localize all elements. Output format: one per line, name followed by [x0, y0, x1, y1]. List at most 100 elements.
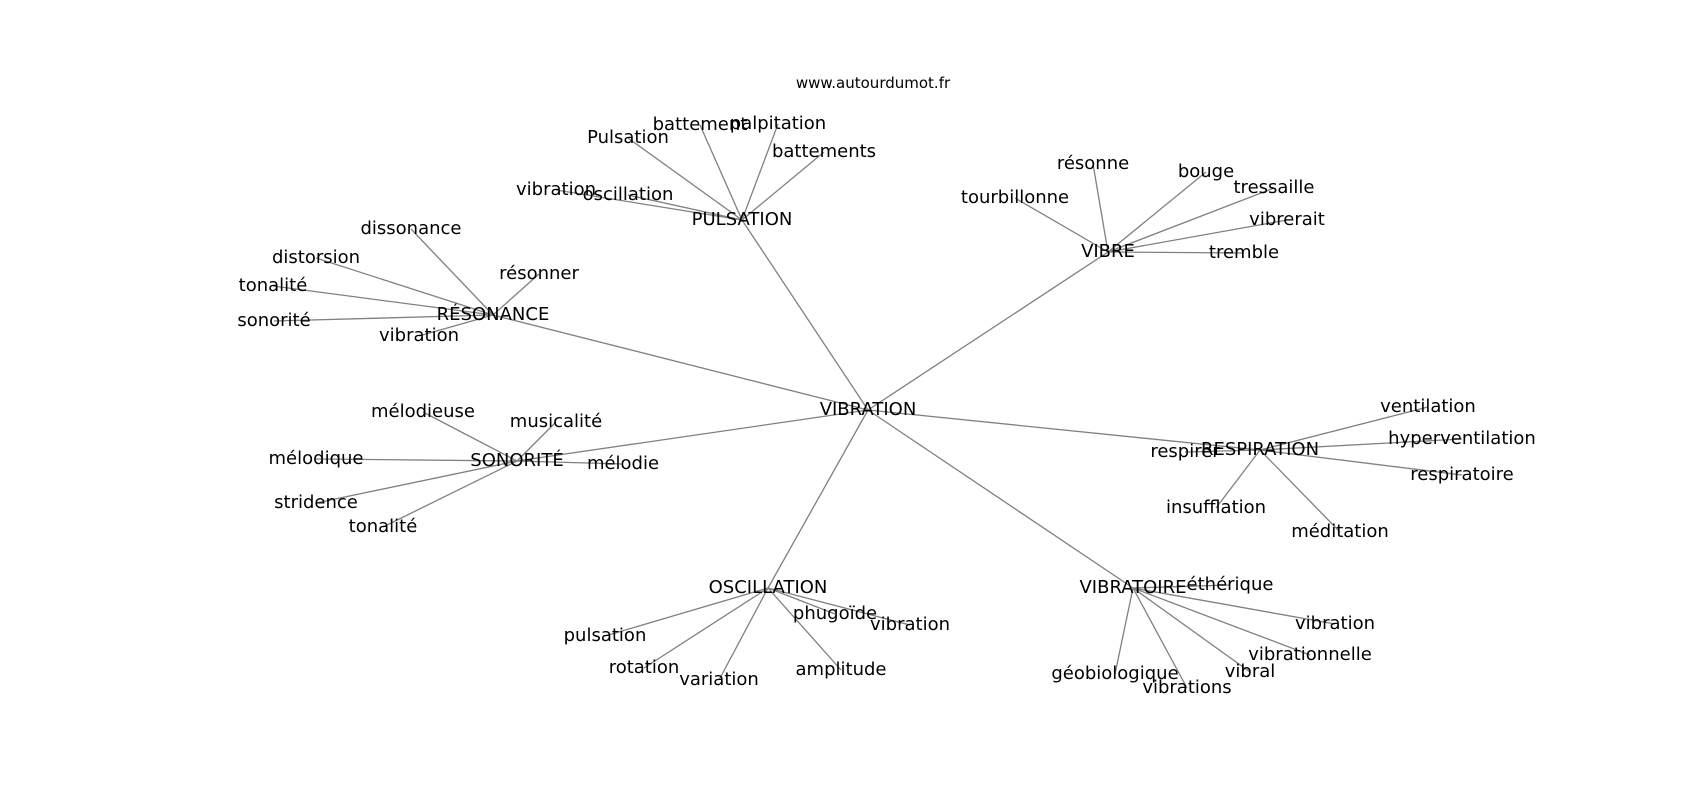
leaf-node-vibre-5: tremble — [1209, 242, 1279, 263]
edge-respiration-leaf-1 — [1259, 438, 1463, 451]
leaf-node-resonance-4: vibration — [379, 325, 459, 346]
edge-center-vibre — [867, 251, 1109, 411]
edge-oscillation-leaf-3 — [643, 587, 769, 669]
labels-layer: VIBRATION PULSATION Pulsationbattementpalp… — [237, 113, 1536, 698]
leaf-node-vibratoire-5: vibral — [1225, 661, 1276, 682]
edge-center-respiration — [867, 409, 1261, 451]
leaf-node-oscillation-4: variation — [679, 669, 759, 690]
edge-oscillation-leaf-0 — [604, 587, 769, 637]
leaf-node-vibratoire-3: géobiologique — [1051, 663, 1178, 684]
leaf-node-resonance-5: résonner — [499, 263, 579, 284]
edge-oscillation-leaf-4 — [718, 587, 769, 681]
edges-layer — [272, 123, 1463, 689]
cluster-node-oscillation: OSCILLATION — [709, 577, 828, 598]
leaf-node-respiration-4: insufflation — [1166, 497, 1266, 518]
edge-sonorite-leaf-3 — [516, 460, 624, 465]
cluster-node-vibratoire: VIBRATOIRE — [1079, 577, 1186, 598]
edge-respiration-leaf-4 — [1215, 449, 1261, 509]
edge-vibre-leaf-1 — [1107, 171, 1207, 253]
leaf-node-respiration-0: ventilation — [1380, 396, 1476, 417]
edge-pulsation-leaf-2 — [741, 123, 779, 221]
leaf-node-respiration-5: méditation — [1291, 521, 1389, 542]
leaf-node-respiration-2: respirer — [1150, 441, 1220, 462]
edge-oscillation-leaf-1 — [767, 587, 836, 615]
edge-center-resonance — [492, 314, 869, 411]
leaf-node-pulsation-4: vibration — [516, 179, 596, 200]
edge-vibre-leaf-3 — [1014, 197, 1109, 253]
edge-sonorite-leaf-0 — [422, 411, 518, 462]
edge-resonance-leaf-4 — [418, 314, 494, 337]
leaf-node-oscillation-5: amplitude — [796, 659, 887, 680]
edge-vibratoire-leaf-2 — [1132, 587, 1311, 656]
edge-center-pulsation — [741, 219, 869, 411]
edge-vibratoire-leaf-3 — [1114, 587, 1134, 675]
center-node: VIBRATION — [820, 399, 917, 420]
leaf-node-pulsation-0: Pulsation — [587, 127, 669, 148]
edge-vibratoire-leaf-4 — [1132, 587, 1188, 689]
leaf-node-vibre-2: tressaille — [1234, 177, 1315, 198]
edge-pulsation-leaf-4 — [555, 189, 743, 221]
edge-vibre-leaf-4 — [1107, 219, 1288, 253]
site-watermark: www.autourdumot.fr — [796, 74, 951, 92]
edge-resonance-leaf-5 — [492, 273, 540, 316]
cluster-node-pulsation: PULSATION — [692, 209, 793, 230]
leaf-node-resonance-3: sonorité — [237, 310, 310, 331]
edge-sonorite-leaf-1 — [516, 421, 557, 462]
leaf-node-oscillation-1: phugoïde — [793, 603, 877, 624]
leaf-node-pulsation-1: battement — [653, 114, 748, 135]
leaf-node-sonorite-5: tonalité — [349, 516, 418, 537]
leaf-node-oscillation-3: rotation — [609, 657, 680, 678]
cluster-node-vibre: VIBRE — [1081, 241, 1135, 262]
edge-vibratoire-leaf-5 — [1132, 587, 1251, 673]
edge-oscillation-leaf-2 — [767, 587, 911, 626]
edge-respiration-leaf-5 — [1259, 449, 1341, 533]
edge-vibratoire-leaf-0 — [1132, 584, 1231, 589]
edge-respiration-leaf-0 — [1259, 406, 1429, 451]
edge-oscillation-leaf-5 — [767, 587, 842, 671]
edge-sonorite-leaf-5 — [382, 460, 518, 528]
leaf-node-respiration-3: respiratoire — [1410, 464, 1513, 485]
leaf-node-vibratoire-4: vibrations — [1142, 677, 1231, 698]
leaf-node-oscillation-0: pulsation — [564, 625, 647, 646]
leaf-node-sonorite-2: mélodique — [269, 448, 364, 469]
edge-vibre-leaf-5 — [1107, 251, 1245, 254]
cluster-node-respiration: RESPIRATION — [1201, 439, 1319, 460]
leaf-node-sonorite-3: mélodie — [587, 453, 659, 474]
edge-respiration-leaf-2 — [1184, 449, 1261, 453]
leaf-node-resonance-0: dissonance — [360, 218, 461, 239]
leaf-node-pulsation-2: palpitation — [730, 113, 826, 134]
edge-center-vibratoire — [867, 409, 1134, 589]
edge-resonance-leaf-0 — [410, 228, 494, 316]
edge-pulsation-leaf-3 — [741, 151, 825, 221]
leaf-node-oscillation-2: vibration — [870, 614, 950, 635]
edge-vibre-leaf-2 — [1107, 187, 1275, 253]
leaf-node-sonorite-4: stridence — [274, 492, 358, 513]
edge-pulsation-leaf-0 — [627, 137, 743, 221]
leaf-node-respiration-1: hyperventilation — [1388, 428, 1536, 449]
edge-pulsation-leaf-1 — [699, 124, 743, 221]
leaf-node-vibratoire-0: éthérique — [1187, 574, 1274, 595]
edge-sonorite-leaf-4 — [315, 460, 518, 504]
leaf-node-resonance-2: tonalité — [239, 275, 308, 296]
leaf-node-vibre-0: résonne — [1057, 153, 1129, 174]
edge-resonance-leaf-2 — [272, 285, 494, 316]
cluster-node-sonorite: SONORITÉ — [470, 449, 563, 471]
leaf-node-vibre-3: tourbillonne — [961, 187, 1069, 208]
edge-center-sonorite — [516, 409, 869, 462]
edge-sonorite-leaf-2 — [315, 458, 518, 462]
edge-vibre-leaf-0 — [1092, 163, 1109, 253]
edge-pulsation-leaf-5 — [627, 194, 743, 221]
edge-resonance-leaf-1 — [315, 257, 494, 316]
leaf-node-resonance-1: distorsion — [272, 247, 360, 268]
edge-center-oscillation — [767, 409, 869, 589]
edge-vibratoire-leaf-1 — [1132, 587, 1336, 625]
leaf-node-vibratoire-1: vibration — [1295, 613, 1375, 634]
leaf-node-sonorite-0: mélodieuse — [371, 401, 475, 422]
leaf-node-pulsation-5: oscillation — [583, 184, 674, 205]
leaf-node-vibratoire-2: vibrationnelle — [1248, 644, 1372, 665]
leaf-node-vibre-1: bouge — [1178, 161, 1234, 182]
edge-resonance-leaf-3 — [273, 314, 494, 322]
leaf-node-vibre-4: vibrerait — [1249, 209, 1325, 230]
